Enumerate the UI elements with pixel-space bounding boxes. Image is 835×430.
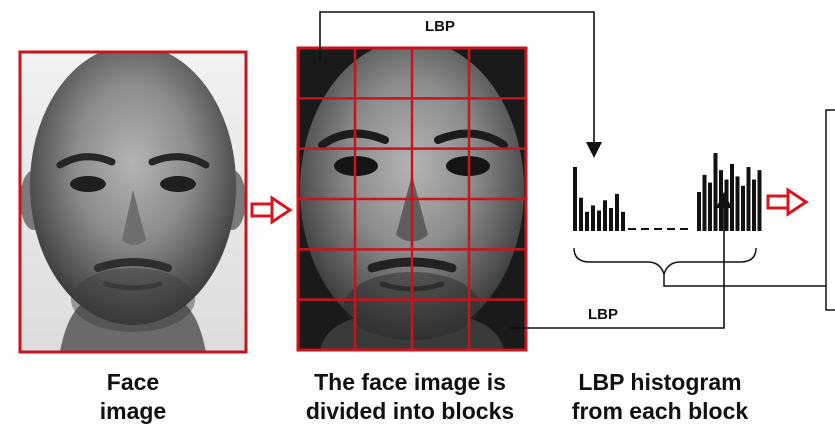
histogram-bar [719,170,723,231]
histogram-brace [574,248,756,274]
histogram-bar [741,186,745,231]
histogram-caption: LBP histogram from each block [560,368,760,426]
face-image-caption: Face image [48,368,218,426]
histogram-bar [703,175,707,231]
histogram-bar [585,212,589,231]
histogram-bar [736,176,740,231]
histogram-bar [621,212,625,231]
blocks-caption: The face image is divided into blocks [290,368,530,426]
lbp-histogram-left [573,167,625,231]
histogram-bar [708,183,712,231]
lbp-histogram-right [697,153,762,231]
histogram-bar [615,194,619,231]
lbp-bottom-label: LBP [588,306,618,323]
right-arrow-icon [768,190,806,214]
histogram-bar [714,153,718,231]
histogram-bar [758,170,762,231]
histogram-bar [573,167,577,231]
caption-line: Face [48,368,218,397]
right-arrow-icon [252,198,290,222]
partial-next-box [826,110,835,310]
face-image [20,45,246,352]
caption-line: LBP histogram [560,368,760,397]
brace-connector-line [664,274,835,286]
histogram-bar [609,208,613,231]
caption-line: The face image is [290,368,530,397]
histogram-bar [603,200,607,231]
histogram-bar [579,198,583,231]
histogram-bar [697,192,701,231]
histogram-bar [591,205,595,231]
histogram-bar [597,211,601,231]
caption-line: image [48,397,218,426]
histogram-bar [725,180,729,231]
caption-line: divided into blocks [290,397,530,426]
histogram-bar [747,167,751,231]
histogram-bar [730,164,734,231]
caption-line: from each block [560,397,760,426]
lbp-top-label: LBP [425,18,455,35]
histogram-bar [752,180,756,231]
